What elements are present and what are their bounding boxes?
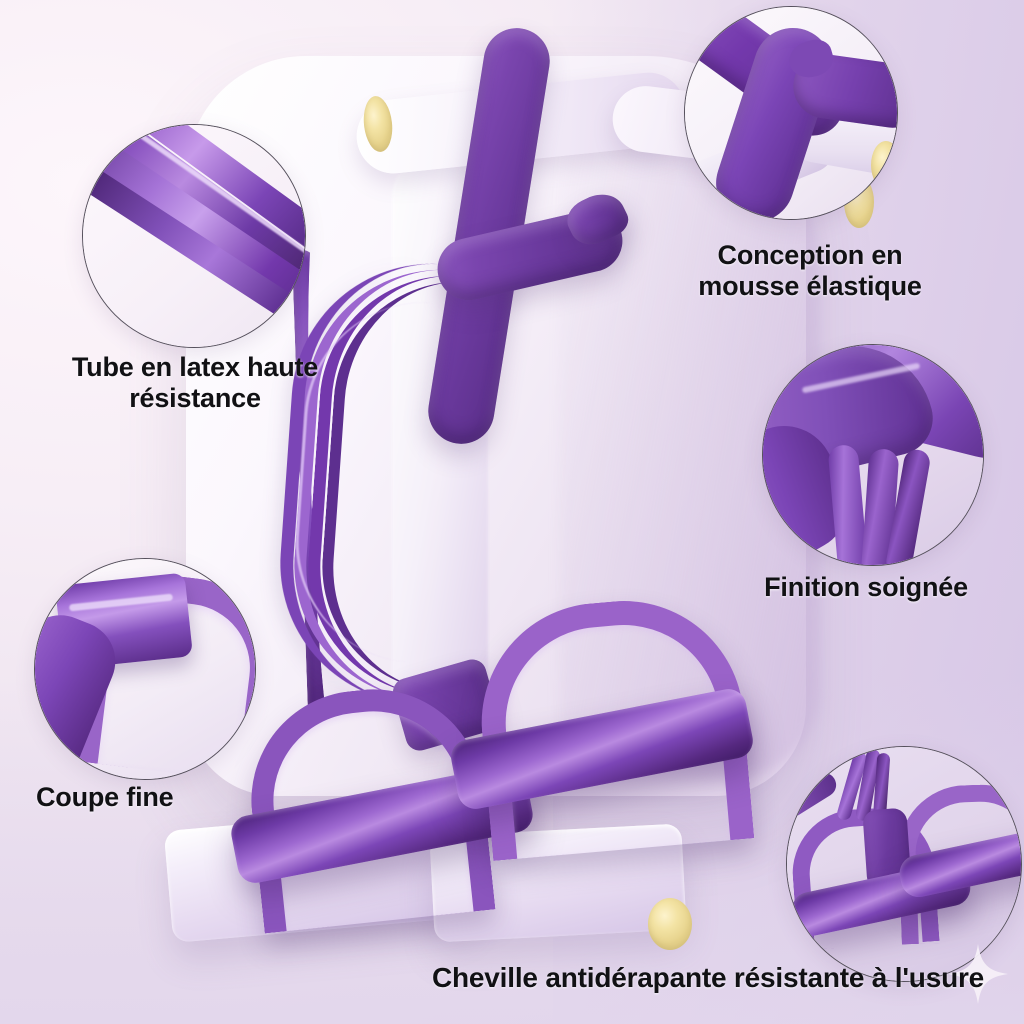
callout-image-latex-tube bbox=[83, 125, 305, 347]
callout-image-ankle-strap bbox=[787, 747, 1021, 981]
sparkle-icon bbox=[948, 944, 1008, 1004]
base-plate-end-cap bbox=[648, 898, 692, 950]
callout-circle-finish[interactable] bbox=[762, 344, 984, 566]
callout-image-finish bbox=[763, 345, 983, 565]
callout-circle-ankle-strap[interactable] bbox=[786, 746, 1022, 982]
callout-label-latex-tube: Tube en latex haute résistance bbox=[71, 352, 319, 414]
callout-circle-latex-tube[interactable] bbox=[82, 124, 306, 348]
callout-circle-slim-cut[interactable] bbox=[34, 558, 256, 780]
callout-circle-foam-design[interactable] bbox=[684, 6, 898, 220]
callout-image-foam-design bbox=[685, 7, 897, 219]
callout-image-slim-cut bbox=[35, 559, 255, 779]
callout-label-slim-cut: Coupe fine bbox=[36, 782, 174, 812]
callout-label-foam-design: Conception en mousse élastique bbox=[698, 240, 922, 302]
callout-label-ankle-strap: Cheville antidérapante résistante à l'us… bbox=[432, 962, 985, 993]
callout-label-finish: Finition soignée bbox=[764, 572, 968, 602]
